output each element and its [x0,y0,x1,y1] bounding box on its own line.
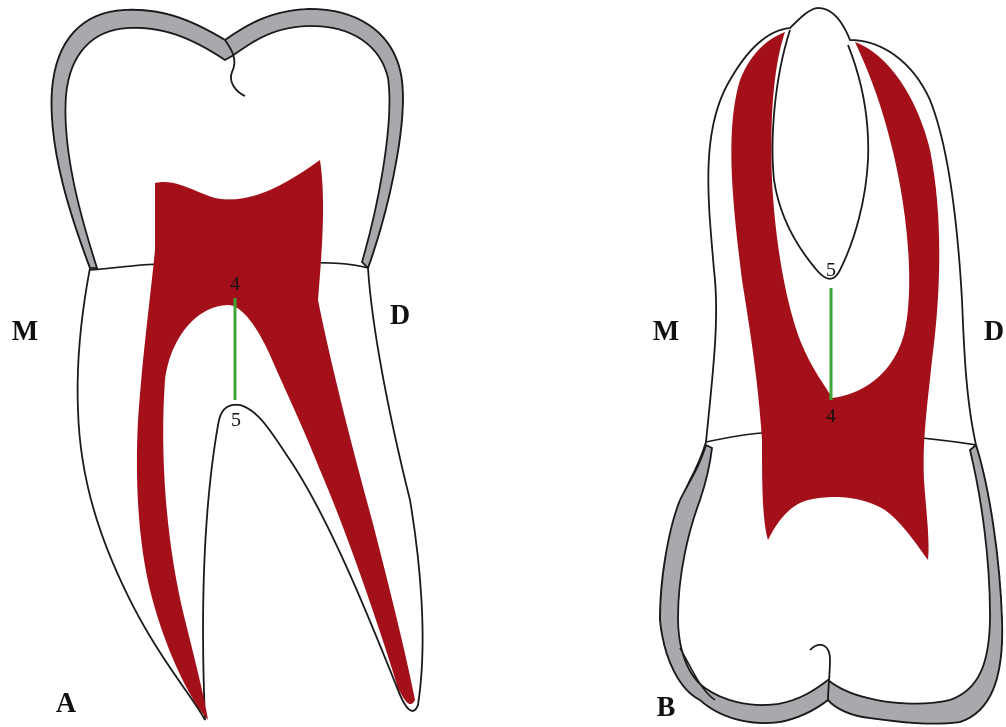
figure-b-point-4: 4 [826,405,836,427]
figure-a-point-4: 4 [230,273,240,295]
figure-a-distal-label: D [390,300,410,331]
figure-a: 4 5 M D A [12,9,423,720]
figure-b-distal-label: D [984,316,1004,347]
figure-a-letter: A [56,688,77,719]
figure-b: 5 4 M D B [653,8,1004,724]
figure-b-mesial-label: M [653,316,679,347]
figure-a-point-5: 5 [231,409,241,431]
figure-a-mesial-label: M [12,316,38,347]
figure-b-point-5: 5 [826,259,836,281]
figure-b-letter: B [657,692,676,723]
figure-a-tooth-outline [52,9,423,720]
